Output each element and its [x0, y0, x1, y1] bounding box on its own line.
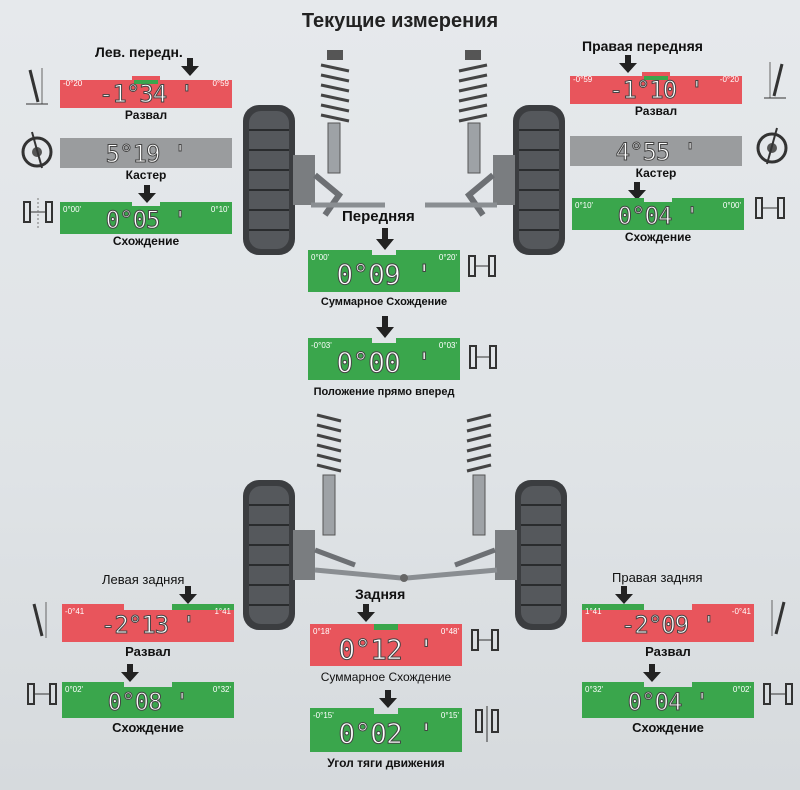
rear-right-toe-meter: 0°32' 0°02' 0°04 ' Схождение: [582, 682, 754, 738]
thrust-angle-caption: Угол тяги движения: [327, 756, 445, 770]
caster-icon: [21, 131, 53, 169]
front-left-camber-caption: Развал: [124, 108, 168, 122]
front-left-camber-max: 0°59: [212, 79, 229, 88]
rear-left-toe-caption: Схождение: [112, 720, 184, 735]
rear-left-camber-meter: -0°41 1°41 -2°13 ' Развал: [62, 604, 234, 662]
front-left-camber-min: -0°20: [63, 79, 83, 88]
rear-total-toe-value: 0°12 ': [338, 633, 435, 667]
front-right-toe-min: 0°10': [575, 201, 594, 210]
total-toe-icon: [468, 255, 496, 277]
rear-right-camber-max: -0°41: [731, 607, 751, 616]
rear-total-toe-max: 0°48': [440, 627, 459, 636]
caster-icon: [756, 127, 788, 165]
rear-left-camber-min: -0°41: [65, 607, 85, 616]
camber-icon: [764, 62, 786, 99]
rear-right-header: Правая задняя: [612, 570, 703, 585]
rear-left-toe-meter: 0°02' 0°32' 0°08 ' Схождение: [62, 682, 234, 738]
rear-left-camber-max: 1°41: [214, 607, 231, 616]
front-left-header: Лев. передн.: [95, 44, 183, 60]
toe-icon: [23, 198, 53, 230]
front-total-toe-caption: Суммарное Схождение: [320, 296, 448, 308]
front-total-toe-value: 0°09 ': [336, 258, 433, 292]
rear-center-header: Задняя: [355, 586, 406, 602]
rear-left-camber-value: -2°13 ': [100, 611, 196, 640]
front-right-camber-min: -0°59: [573, 75, 593, 84]
thrust-angle-icon: [475, 706, 499, 742]
camber-icon: [32, 602, 47, 638]
front-right-header: Правая передняя: [582, 38, 703, 54]
front-left-toe-meter: 0°00' 0°10' 0°05 ' Схождение: [60, 202, 232, 248]
front-right-caster-caption: Кастер: [635, 166, 677, 180]
front-left-toe-min: 0°00': [63, 205, 82, 214]
rear-right-camber-caption: Развал: [645, 644, 691, 659]
thrust-angle-meter: -0°15' 0°15' 0°02 ' Угол тяги движения: [310, 708, 462, 776]
toe-icon: [755, 197, 785, 219]
rear-right-camber-min: 1°41: [585, 607, 602, 616]
front-right-camber-caption: Развал: [634, 104, 678, 118]
rear-left-toe-max: 0°32': [212, 685, 231, 694]
straight-ahead-caption: Положение прямо вперед: [313, 386, 455, 398]
rear-total-toe-min: 0°18': [313, 627, 332, 636]
rear-right-toe-value: 0°04 ': [627, 688, 710, 717]
rear-total-toe-caption: Суммарное Схождение: [320, 670, 452, 684]
rear-suspension-illustration: [243, 413, 567, 630]
total-toe-icon: [471, 629, 499, 651]
rear-right-camber-value: -2°09 ': [620, 611, 716, 640]
camber-icon: [26, 68, 48, 105]
front-left-toe-value: 0°05 ': [105, 206, 188, 235]
straight-ahead-min: -0°03': [311, 341, 332, 350]
thrust-angle-min: -0°15': [313, 711, 334, 720]
rear-left-header: Левая задняя: [102, 572, 185, 587]
front-center-header: Передняя: [342, 208, 415, 225]
front-right-toe-value: 0°04 ': [617, 202, 700, 231]
thrust-angle-value: 0°02 ': [338, 717, 435, 751]
front-right-camber-value: -1°10 ': [608, 76, 704, 105]
front-right-toe-meter: 0°10' 0°00' 0°04 ' Схождение: [572, 198, 744, 244]
front-suspension-illustration: [243, 50, 565, 255]
straight-ahead-meter: -0°03' 0°03' 0°00 ' Положение прямо впер…: [308, 338, 460, 400]
rear-right-camber-meter: 1°41 -0°41 -2°09 ' Развал: [582, 604, 754, 662]
rear-left-toe-min: 0°02': [65, 685, 84, 694]
front-left-camber-value: -1°34 ': [98, 80, 194, 109]
front-left-toe-max: 0°10': [210, 205, 229, 214]
front-left-caster-value: 5°19 ': [105, 140, 188, 169]
straight-ahead-max: 0°03': [438, 341, 457, 350]
page-title: Текущие измерения: [301, 10, 499, 32]
rear-right-toe-max: 0°02': [732, 685, 751, 694]
steering-icon: [469, 345, 497, 369]
front-left-toe-caption: Схождение: [112, 234, 180, 248]
front-right-camber-meter: -0°59 -0°20 -1°10 ' Развал: [570, 72, 742, 118]
straight-ahead-value: 0°00 ': [336, 346, 433, 380]
front-left-caster-meter: 5°19 ' Кастер: [60, 138, 232, 184]
rear-total-toe-meter: 0°18' 0°48' 0°12 ' Суммарное Схождение: [310, 624, 462, 686]
front-total-toe-meter: 0°00' 0°20' 0°09 ' Суммарное Схождение: [308, 250, 460, 310]
front-right-toe-max: 0°00': [722, 201, 741, 210]
rear-left-toe-value: 0°08 ': [107, 688, 190, 717]
rear-right-toe-min: 0°32': [585, 685, 604, 694]
front-right-toe-caption: Схождение: [624, 230, 692, 244]
front-right-caster-meter: 4°55 ' Кастер: [570, 136, 742, 182]
rear-right-toe-caption: Схождение: [632, 720, 704, 735]
front-right-caster-value: 4°55 ': [615, 138, 698, 167]
front-left-caster-caption: Кастер: [125, 168, 167, 182]
front-total-toe-max: 0°20': [438, 253, 457, 262]
toe-icon: [27, 683, 57, 705]
front-left-camber-meter: -0°20 0°59 -1°34 ' Развал: [60, 76, 232, 122]
front-total-toe-min: 0°00': [311, 253, 330, 262]
camber-icon: [771, 600, 786, 636]
front-right-camber-max: -0°20: [719, 75, 739, 84]
thrust-angle-max: 0°15': [440, 711, 459, 720]
toe-icon: [763, 683, 793, 705]
rear-left-camber-caption: Развал: [125, 644, 171, 659]
